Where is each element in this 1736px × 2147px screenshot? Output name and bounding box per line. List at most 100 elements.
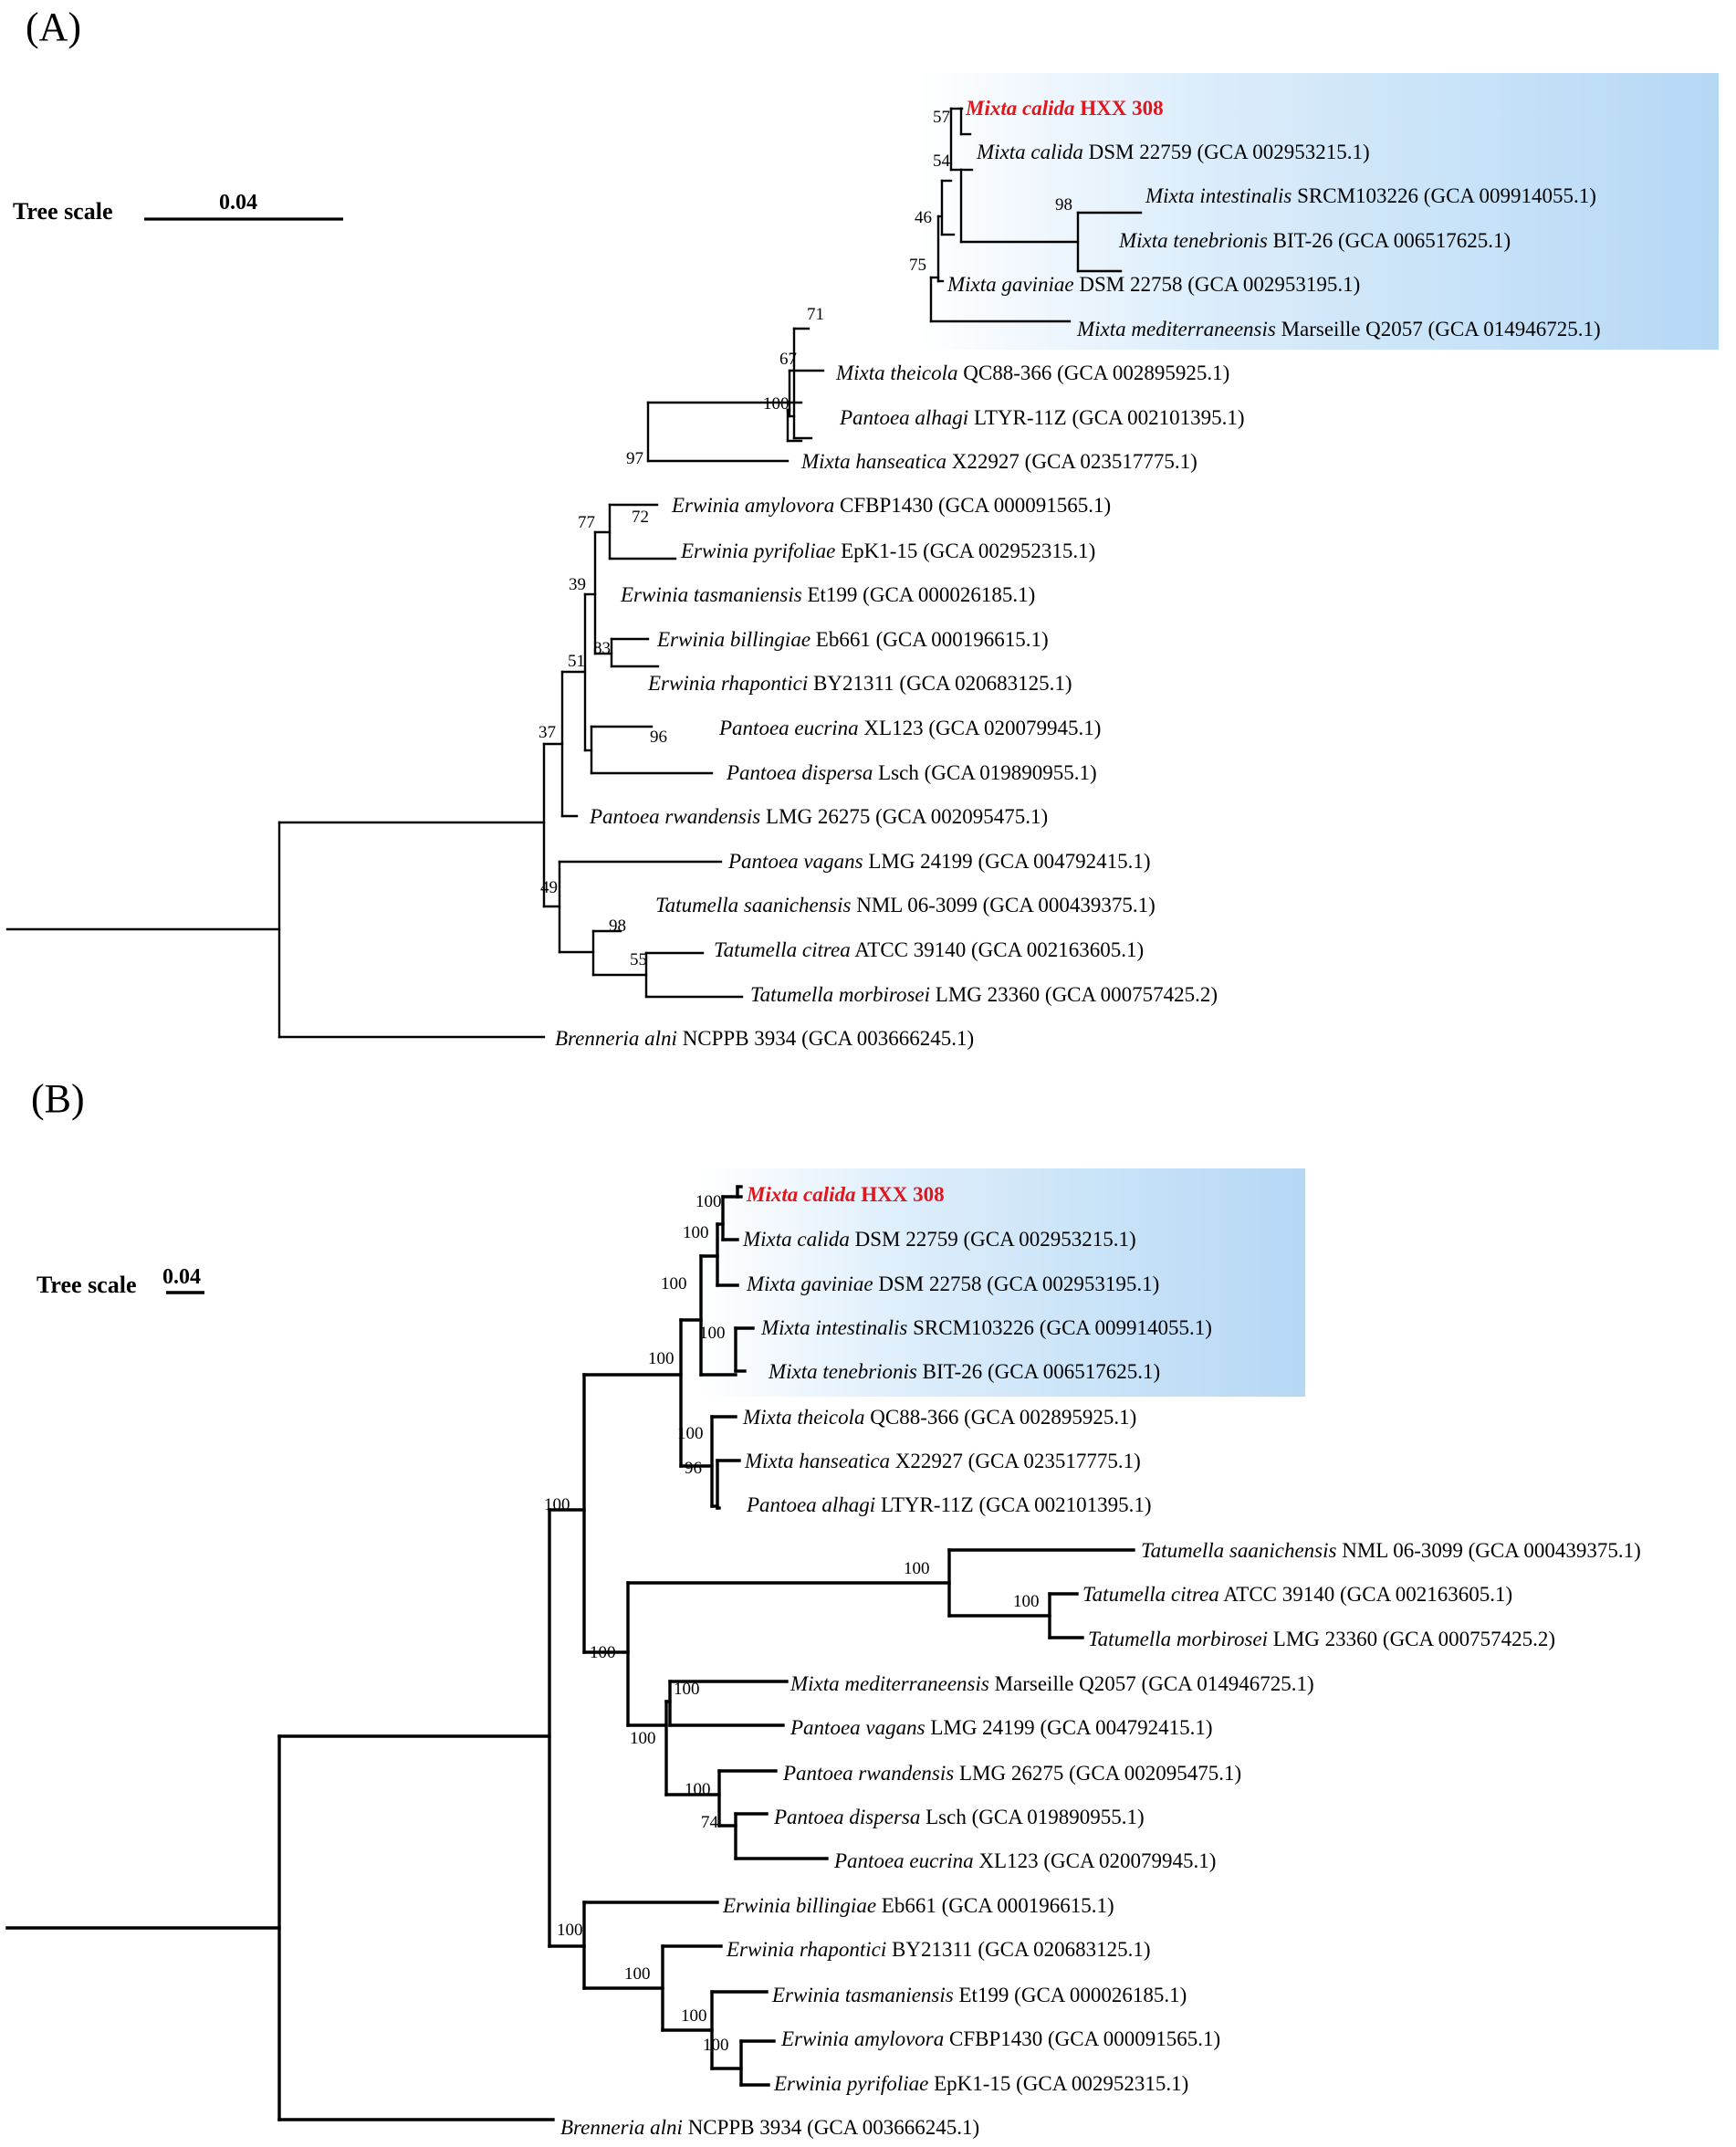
leaf-label: Tatumella morbirosei LMG 23360 (GCA 0007… — [750, 983, 1218, 1006]
panel-a-leaf-labels: Mixta calida HXX 308 Mixta calida DSM 22… — [555, 97, 1601, 1050]
bootstrap-value: 39 — [569, 575, 586, 594]
bootstrap-value: 74 — [701, 1813, 719, 1832]
panel-b-tree-scale: Tree scale 0.04 — [37, 1265, 204, 1298]
leaf-label: Erwinia pyrifoliae EpK1-15 (GCA 00295231… — [773, 2072, 1188, 2095]
leaf-label: Pantoea rwandensis LMG 26275 (GCA 002095… — [782, 1762, 1241, 1785]
bootstrap-value: 98 — [1055, 195, 1072, 215]
leaf-label: Erwinia tasmaniensis Et199 (GCA 00002618… — [620, 583, 1035, 606]
leaf-label: Erwinia rhapontici BY21311 (GCA 02068312… — [647, 672, 1072, 695]
panel-a-branches — [5, 107, 1143, 1039]
bootstrap-value: 100 — [1013, 1592, 1040, 1611]
panel-b-label: (B) — [31, 1076, 85, 1121]
leaf-label-highlighted: Mixta calida HXX 308 — [965, 97, 1164, 120]
panel-a-bootstrap-values: 57 54 98 46 75 71 67 100 97 72 77 39 83 … — [539, 108, 1072, 969]
leaf-label: Pantoea eucrina XL123 (GCA 020079945.1) — [833, 1849, 1216, 1872]
bootstrap-value: 37 — [539, 723, 556, 742]
leaf-label: Erwinia tasmaniensis Et199 (GCA 00002618… — [771, 1984, 1187, 2006]
bootstrap-value: 83 — [593, 639, 611, 658]
bootstrap-value: 100 — [677, 1424, 704, 1443]
leaf-label: Mixta mediterraneensis Marseille Q2057 (… — [1076, 318, 1601, 340]
bootstrap-value: 54 — [933, 152, 951, 171]
bootstrap-value: 98 — [609, 916, 626, 936]
bootstrap-value: 49 — [540, 878, 558, 897]
bootstrap-value: 100 — [904, 1559, 930, 1578]
leaf-label: Tatumella saanichensis NML 06-3099 (GCA … — [655, 894, 1156, 916]
bootstrap-value: 100 — [630, 1729, 656, 1748]
bootstrap-value: 100 — [685, 1780, 711, 1799]
leaf-label: Tatumella morbirosei LMG 23360 (GCA 0007… — [1088, 1628, 1555, 1650]
leaf-label: Mixta hanseatica X22927 (GCA 023517775.1… — [800, 450, 1197, 473]
bootstrap-value: 100 — [681, 2006, 707, 2026]
bootstrap-value: 77 — [578, 513, 595, 532]
leaf-label: Mixta tenebrionis BIT-26 (GCA 006517625.… — [1118, 229, 1511, 252]
leaf-label: Mixta gaviniae DSM 22758 (GCA 002953195.… — [746, 1272, 1159, 1295]
leaf-label: Pantoea rwandensis LMG 26275 (GCA 002095… — [589, 805, 1048, 828]
bootstrap-value: 71 — [807, 305, 824, 324]
leaf-label: Mixta gaviniae DSM 22758 (GCA 002953195.… — [946, 273, 1360, 296]
bootstrap-value: 55 — [630, 950, 647, 969]
bootstrap-value: 75 — [909, 256, 926, 275]
leaf-label: Pantoea alhagi LTYR-11Z (GCA 002101395.1… — [746, 1493, 1152, 1516]
leaf-label: Brenneria alni NCPPB 3934 (GCA 003666245… — [560, 2116, 979, 2139]
leaf-label: Pantoea dispersa Lsch (GCA 019890955.1) — [726, 761, 1097, 784]
bootstrap-value: 100 — [648, 1349, 675, 1368]
bootstrap-value: 72 — [632, 508, 649, 527]
panel-a-highlight-clade — [917, 73, 1719, 350]
leaf-label: Brenneria alni NCPPB 3934 (GCA 003666245… — [555, 1027, 974, 1050]
leaf-label: Tatumella citrea ATCC 39140 (GCA 0021636… — [1082, 1583, 1512, 1606]
panel-a-tree-scale: Tree scale 0.04 — [13, 191, 343, 225]
bootstrap-value: 100 — [699, 1324, 726, 1343]
panel-b-highlight-clade — [701, 1168, 1305, 1397]
bootstrap-value: 46 — [915, 208, 932, 227]
leaf-label: Mixta hanseatica X22927 (GCA 023517775.1… — [744, 1450, 1141, 1472]
bootstrap-value: 96 — [650, 728, 667, 747]
leaf-label: Tatumella saanichensis NML 06-3099 (GCA … — [1141, 1539, 1641, 1562]
bootstrap-value: 100 — [763, 394, 790, 414]
bootstrap-value: 67 — [779, 350, 797, 369]
leaf-label: Mixta tenebrionis BIT-26 (GCA 006517625.… — [768, 1360, 1160, 1383]
bootstrap-value: 100 — [703, 2036, 729, 2055]
bootstrap-value: 100 — [661, 1274, 687, 1293]
bootstrap-value: 100 — [674, 1680, 700, 1699]
bootstrap-value: 96 — [685, 1459, 702, 1478]
bootstrap-value: 100 — [557, 1921, 583, 1940]
bootstrap-value: 100 — [683, 1223, 709, 1242]
leaf-label: Mixta intestinalis SRCM103226 (GCA 00991… — [760, 1316, 1212, 1339]
bootstrap-value: 51 — [568, 652, 585, 671]
leaf-label: Pantoea vagans LMG 24199 (GCA 004792415.… — [790, 1716, 1213, 1739]
leaf-label: Tatumella citrea ATCC 39140 (GCA 0021636… — [714, 938, 1144, 961]
panel-a: (A) Tree scale 0.04 — [5, 5, 1719, 1050]
panel-a-label: (A) — [26, 5, 81, 49]
leaf-label: Mixta calida DSM 22759 (GCA 002953215.1) — [742, 1228, 1136, 1251]
bootstrap-value: 100 — [695, 1192, 722, 1211]
leaf-label: Mixta mediterraneensis Marseille Q2057 (… — [790, 1672, 1314, 1695]
bootstrap-value: 100 — [624, 1964, 651, 1984]
leaf-label: Erwinia pyrifoliae EpK1-15 (GCA 00295231… — [680, 539, 1095, 562]
bootstrap-value: 57 — [933, 108, 950, 127]
leaf-label-highlighted: Mixta calida HXX 308 — [746, 1183, 945, 1206]
panel-b-tree-scale-value: 0.04 — [162, 1265, 201, 1289]
leaf-label: Mixta theicola QC88-366 (GCA 002895925.1… — [742, 1406, 1136, 1429]
panel-b-tree-scale-title: Tree scale — [37, 1272, 136, 1298]
leaf-label: Mixta theicola QC88-366 (GCA 002895925.1… — [835, 361, 1229, 384]
leaf-label: Pantoea dispersa Lsch (GCA 019890955.1) — [773, 1806, 1145, 1828]
leaf-label: Mixta calida DSM 22759 (GCA 002953215.1) — [976, 141, 1370, 163]
panel-b: (B) Tree scale 0.04 — [5, 1076, 1641, 2139]
panel-a-tree-scale-value: 0.04 — [219, 191, 257, 215]
panel-b-leaf-labels: Mixta calida HXX 308 Mixta calida DSM 22… — [560, 1183, 1641, 2139]
bootstrap-value: 100 — [590, 1643, 616, 1662]
bootstrap-value: 97 — [626, 449, 643, 468]
leaf-label: Erwinia billingiae Eb661 (GCA 000196615.… — [656, 628, 1049, 651]
bootstrap-value: 100 — [544, 1495, 570, 1514]
leaf-label: Pantoea vagans LMG 24199 (GCA 004792415.… — [727, 850, 1151, 873]
panel-b-bootstrap-values: 100 100 100 100 100 100 96 100 100 100 1… — [544, 1192, 1040, 2055]
leaf-label: Mixta intestinalis SRCM103226 (GCA 00991… — [1145, 184, 1596, 207]
panel-b-branches — [5, 1185, 1135, 2121]
leaf-label: Erwinia amylovora CFBP1430 (GCA 00009156… — [780, 2027, 1220, 2050]
leaf-label: Pantoea eucrina XL123 (GCA 020079945.1) — [718, 717, 1101, 739]
leaf-label: Erwinia billingiae Eb661 (GCA 000196615.… — [722, 1894, 1114, 1917]
panel-a-tree-scale-title: Tree scale — [13, 198, 112, 225]
leaf-label: Pantoea alhagi LTYR-11Z (GCA 002101395.1… — [839, 406, 1245, 429]
leaf-label: Erwinia rhapontici BY21311 (GCA 02068312… — [726, 1938, 1151, 1961]
